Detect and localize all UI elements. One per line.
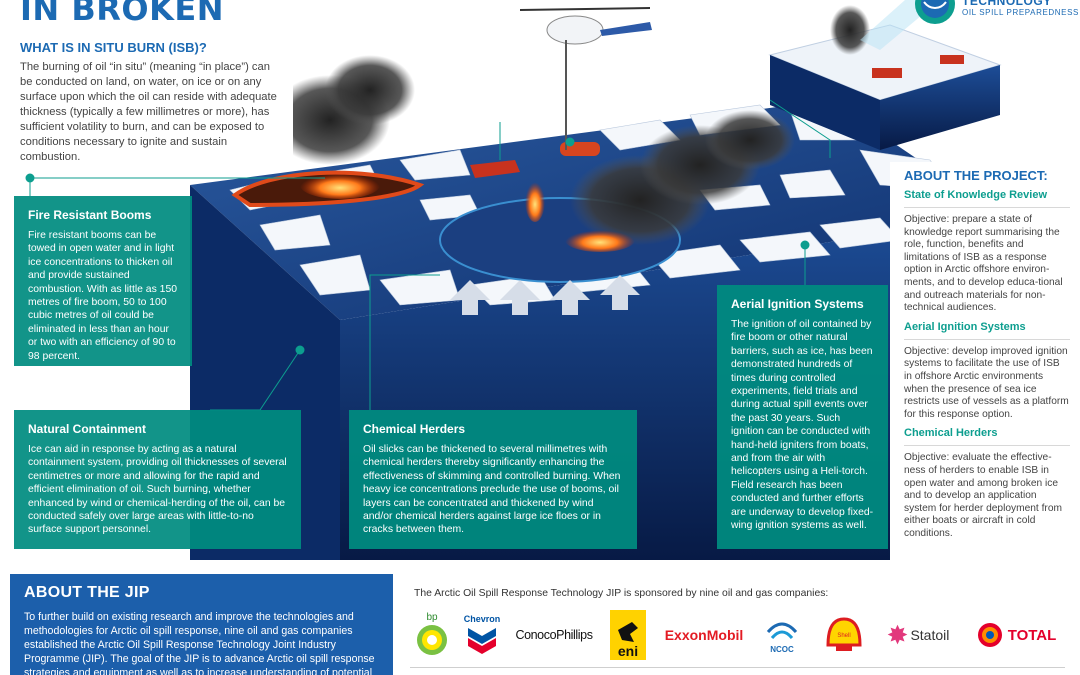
logo-subtitle: OIL SPILL PREPAREDNESS	[962, 8, 1079, 17]
sponsors-intro: The Arctic Oil Spill Response Technology…	[414, 588, 829, 599]
globe-icon	[915, 0, 955, 24]
callout-body: Ice can aid in response by acting as a n…	[28, 444, 287, 536]
project-item-title: State of Knowledge Review	[904, 189, 1048, 201]
intro-section: WHAT IS IN SITU BURN (ISB)? The burning …	[0, 34, 293, 164]
statoil-logo-text: Statoil	[910, 627, 950, 643]
ncoc-logo: NCOC	[762, 610, 802, 660]
project-item-title: Aerial Ignition Systems	[904, 320, 1026, 333]
shell-logo-text: Shell	[837, 633, 850, 639]
callout-body: The ignition of oil contained by fire bo…	[731, 319, 874, 532]
chevron-logo: Chevron	[460, 610, 504, 660]
project-item-title: Chemical Herders	[904, 427, 998, 440]
chevron-icon: Chevron	[464, 614, 501, 654]
project-heading: ABOUT THE PROJECT:	[904, 168, 1048, 183]
total-swirl-icon	[977, 623, 1002, 647]
technology-logo: TECHNOLOGY OIL SPILL PREPAREDNESS	[908, 0, 1080, 26]
project-item-body: Objective: evaluate the effective-ness o…	[904, 445, 1070, 540]
total-logo: TOTAL	[966, 610, 1066, 660]
callout-body: Oil slicks can be thickened to several m…	[363, 444, 621, 536]
project-item-body: Objective: prepare a state of knowledge …	[904, 207, 1070, 315]
conocophillips-logo: ConocoPhillips	[515, 628, 593, 642]
shell-logo: Shell	[824, 610, 864, 660]
intro-heading: WHAT IS IN SITU BURN (ISB)?	[20, 40, 207, 55]
bottom-section: ABOUT THE JIP To further build on existi…	[0, 560, 1080, 675]
statoil-star-icon: ✸	[886, 620, 909, 650]
bp-logo-text: bp	[426, 612, 438, 623]
callout-chemical-herders: Chemical Herders Oil slicks can be thick…	[349, 410, 637, 549]
callout-body: Fire resistant booms can be towed in ope…	[28, 230, 178, 362]
about-jip-panel: ABOUT THE JIP To further build on existi…	[10, 574, 393, 675]
bp-logo: bp	[414, 610, 450, 660]
jip-body: To further build on existing research an…	[24, 611, 375, 675]
shell-pecten-icon: Shell	[826, 617, 862, 651]
ncoc-logo-text: NCOC	[770, 645, 794, 654]
callout-aerial-ignition: Aerial Ignition Systems The ignition of …	[717, 285, 888, 549]
logo-title: TECHNOLOGY	[962, 0, 1052, 8]
project-item-body: Objective: develop improved ignition sys…	[904, 338, 1070, 422]
total-logo-text: TOTAL	[1007, 626, 1057, 644]
callout-natural-containment: Natural Containment Ice can aid in respo…	[14, 410, 301, 549]
callout-fire-resistant-booms: Fire Resistant Booms Fire resistant boom…	[14, 196, 192, 366]
title-band: IN BROKEN ICE	[0, 0, 293, 66]
callout-title: Aerial Ignition Systems	[731, 297, 864, 311]
about-project-panel: ABOUT THE PROJECT: State of Knowledge Re…	[890, 162, 1080, 560]
eni-logo-text: eni	[618, 643, 638, 659]
chevron-logo-text: Chevron	[464, 614, 501, 624]
eni-logo: eni	[608, 610, 648, 660]
callout-title: Natural Containment	[28, 422, 147, 436]
ncoc-icon: NCOC	[766, 622, 798, 654]
divider	[410, 667, 1065, 668]
sponsor-logos: bp Chevron ConocoPhillips eni ExxonMobil	[410, 610, 1075, 666]
eni-dog-icon: eni	[610, 610, 646, 660]
callout-title: Fire Resistant Booms	[28, 208, 152, 222]
callout-title: Chemical Herders	[363, 422, 466, 436]
helicopter-graphic	[519, 7, 652, 150]
jip-heading: ABOUT THE JIP	[24, 584, 150, 601]
intro-body: The burning of oil “in situ” (meaning “i…	[20, 61, 277, 163]
bp-helios-icon: bp	[417, 612, 447, 655]
exxonmobil-logo: ExxonMobil	[664, 627, 744, 643]
statoil-logo: ✸ Statoil	[880, 610, 956, 660]
